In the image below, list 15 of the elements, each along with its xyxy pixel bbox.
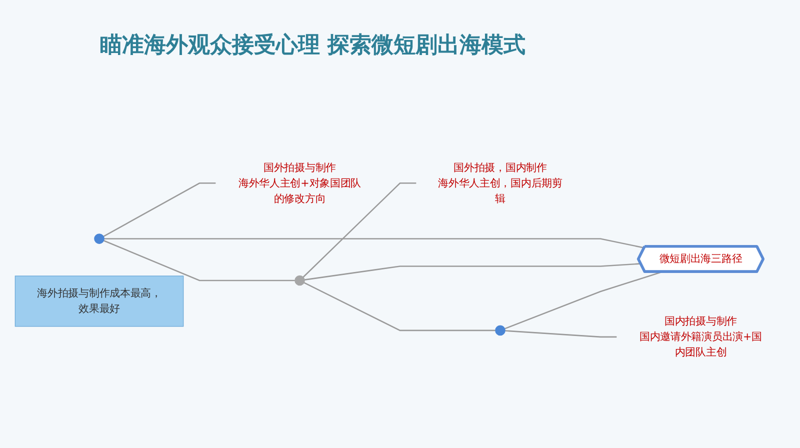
node-box: 海外拍摄与制作成本最高，效果最好 [14, 276, 184, 327]
node-circle [94, 234, 104, 244]
connector [304, 263, 641, 280]
node-circle [294, 275, 305, 286]
node-text: 国内拍摄与制作 国内邀请外籍演员出演+国内团队主创 [639, 314, 762, 358]
connector [103, 182, 216, 237]
connector [304, 282, 496, 332]
slide-title: 瞄准海外观众接受心理 探索微短剧出海模式 [100, 32, 526, 60]
node-circle [495, 325, 506, 336]
node-text: 国外拍摄，国内制作 海外华人主创，国内后期剪辑 [438, 161, 562, 204]
connector [104, 238, 644, 248]
node-text: 国外拍摄与制作 海外华人主创+对象国团队的修改方向 [238, 161, 362, 204]
connector [104, 240, 295, 282]
connector [302, 182, 416, 278]
connector [505, 330, 617, 338]
